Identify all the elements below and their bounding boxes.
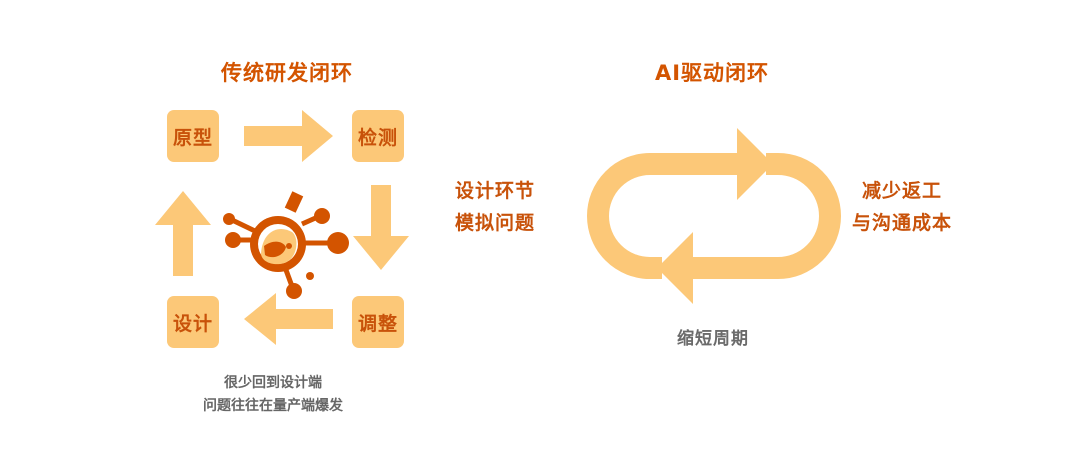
ai-right-label-line-1: 减少返工 [862,180,943,202]
note-line-1: 很少回到设计端 [224,375,322,391]
step-design: 设计 [167,296,219,348]
arrow-left-bottom [244,293,333,345]
ai-left-label: 设计环节 模拟问题 [455,175,535,239]
step-test-label: 检测 [357,126,398,149]
step-prototype: 原型 [167,110,219,162]
left-panel-title: 传统研发闭环 [221,61,353,85]
arrow-right-top [244,110,333,162]
step-test: 检测 [352,110,404,162]
arrow-down-right [353,185,409,270]
step-prototype-label: 原型 [172,126,213,149]
ai-right-label: 减少返工 与沟通成本 [852,175,952,239]
right-panel-title: AI驱动闭环 [654,61,770,85]
ai-bottom-label: 缩短周期 [677,329,749,349]
ai-loop-arrows [587,128,841,304]
arrow-up-left [155,191,211,276]
lab-flask-icon [223,191,349,299]
step-design-label: 设计 [172,312,213,335]
step-adjust-label: 调整 [357,312,398,335]
left-panel-note: 很少回到设计端 问题往往在量产端爆发 [203,372,343,418]
step-adjust: 调整 [352,296,404,348]
ai-left-label-line-2: 模拟问题 [455,212,536,234]
ai-left-label-line-1: 设计环节 [455,180,536,202]
ai-right-label-line-2: 与沟通成本 [852,212,953,234]
note-line-2: 问题往往在量产端爆发 [203,398,343,414]
